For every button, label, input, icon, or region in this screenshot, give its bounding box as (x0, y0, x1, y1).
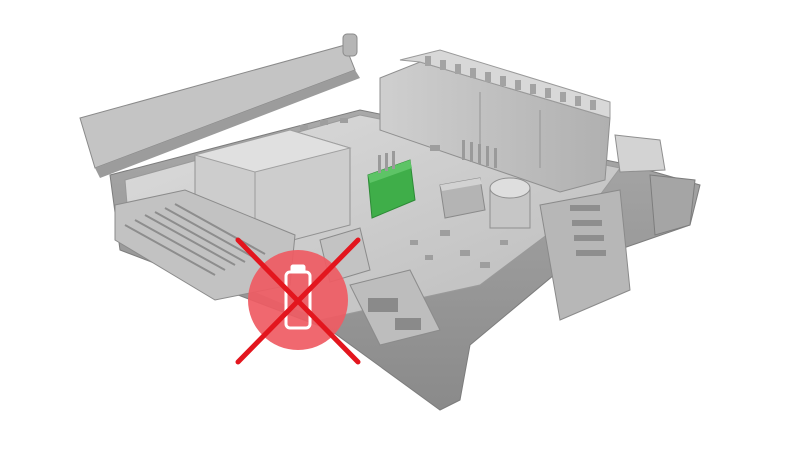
top-terminal-blocks (379, 49, 611, 193)
hinged-cover (79, 33, 360, 178)
cross-out-mark (235, 237, 361, 365)
pin-headers (378, 140, 497, 173)
no-battery-marker (235, 237, 361, 365)
ic-chip (439, 177, 486, 219)
right-connector (539, 134, 696, 321)
battery-icon (284, 264, 312, 330)
smd-components (300, 118, 508, 268)
left-terminal-block (114, 189, 296, 301)
green-module (367, 159, 416, 219)
cylinder-component (489, 177, 531, 229)
